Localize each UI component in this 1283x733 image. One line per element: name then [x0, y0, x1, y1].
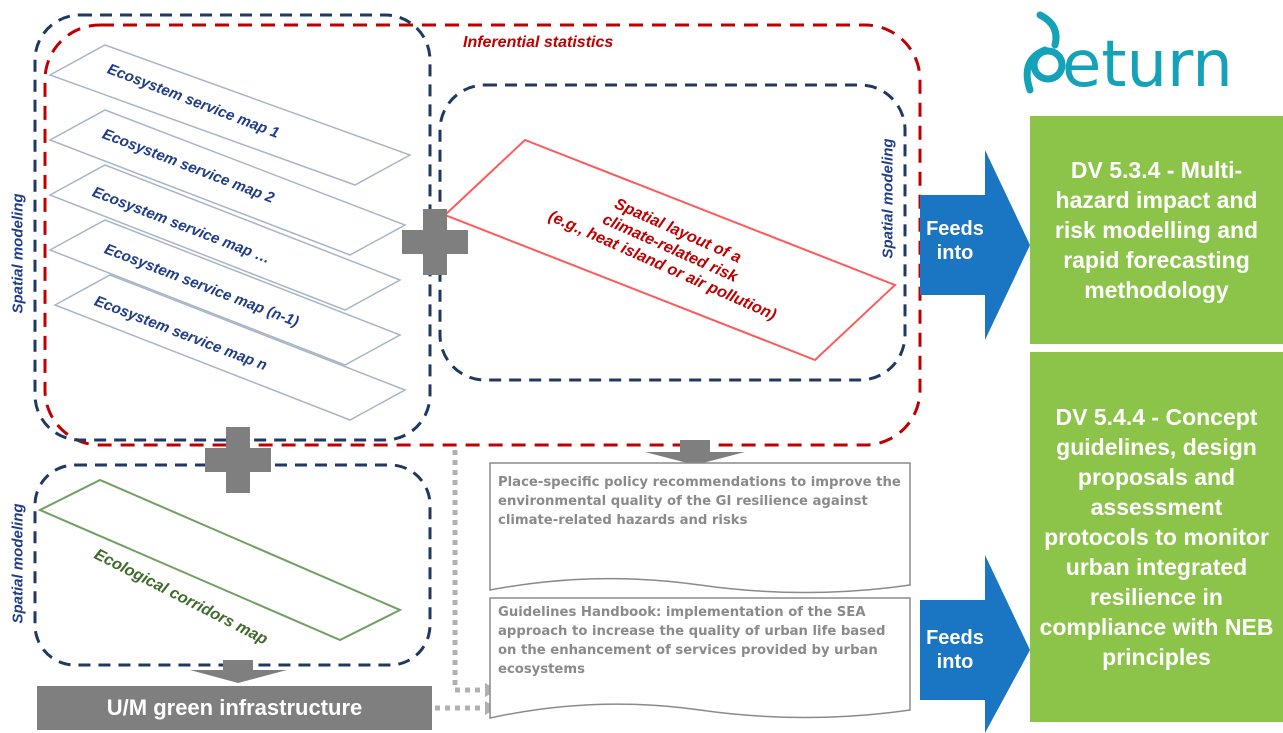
feeds-top-line2: into — [936, 242, 974, 264]
feeds-into-top: Feeds into — [922, 217, 988, 265]
dotted-connectors — [435, 450, 485, 711]
handbook-doc-text: Guidelines Handbook: implementation of t… — [498, 605, 886, 677]
feeds-top-line1: Feeds — [926, 218, 984, 240]
corridors-sheet — [37, 478, 403, 642]
ecosystem-sheet-2 — [48, 109, 407, 256]
ecosystem-sheet-n-1 — [48, 219, 402, 366]
dv-544-box: DV 5.4.4 - Concept guidelines, design pr… — [1030, 352, 1283, 722]
ecosystem-sheet-n — [53, 274, 407, 421]
policy-doc-text: Place-specific policy recommendations to… — [498, 475, 901, 528]
spatial-modeling-label-middle: Spatial modeling — [879, 138, 897, 259]
ecosystem-sheet-1 — [48, 44, 412, 186]
return-logo: eturn — [1062, 30, 1233, 100]
handbook-doc-shape — [489, 597, 911, 719]
spatial-modeling-label-bottom: Spatial modeling — [9, 503, 27, 624]
feeds-arrow-top — [920, 150, 1030, 340]
feeds-into-bottom: Feeds into — [922, 626, 988, 674]
down-arrow-policy — [645, 440, 745, 465]
feeds-arrow-bottom — [920, 555, 1030, 733]
spatial-modeling-label-top: Spatial modeling — [9, 193, 27, 314]
dv-544-text: DV 5.4.4 - Concept guidelines, design pr… — [1039, 404, 1274, 670]
dv-534-text: DV 5.3.4 - Multi-hazard impact and risk … — [1054, 157, 1259, 303]
down-arrow-infra — [190, 660, 287, 683]
green-infra-label: U/M green infrastructure — [106, 695, 363, 720]
inferential-statistics-label: Inferential statistics — [463, 34, 614, 51]
ecosystem-sheet-dots — [48, 164, 402, 311]
feeds-bottom-line2: into — [936, 651, 974, 673]
green-infra-bar — [37, 686, 432, 730]
plus-sign-bottom — [205, 427, 271, 493]
plus-sign-top — [402, 209, 468, 275]
feeds-bottom-line1: Feeds — [926, 627, 984, 649]
logo-drop-icon — [1023, 11, 1066, 94]
ecosystem-sheets — [48, 44, 412, 421]
dv-534-box: DV 5.3.4 - Multi-hazard impact and risk … — [1030, 116, 1283, 344]
policy-doc-shape — [489, 462, 911, 594]
logo-text: eturn — [1062, 28, 1233, 102]
risk-sheet — [443, 138, 897, 362]
